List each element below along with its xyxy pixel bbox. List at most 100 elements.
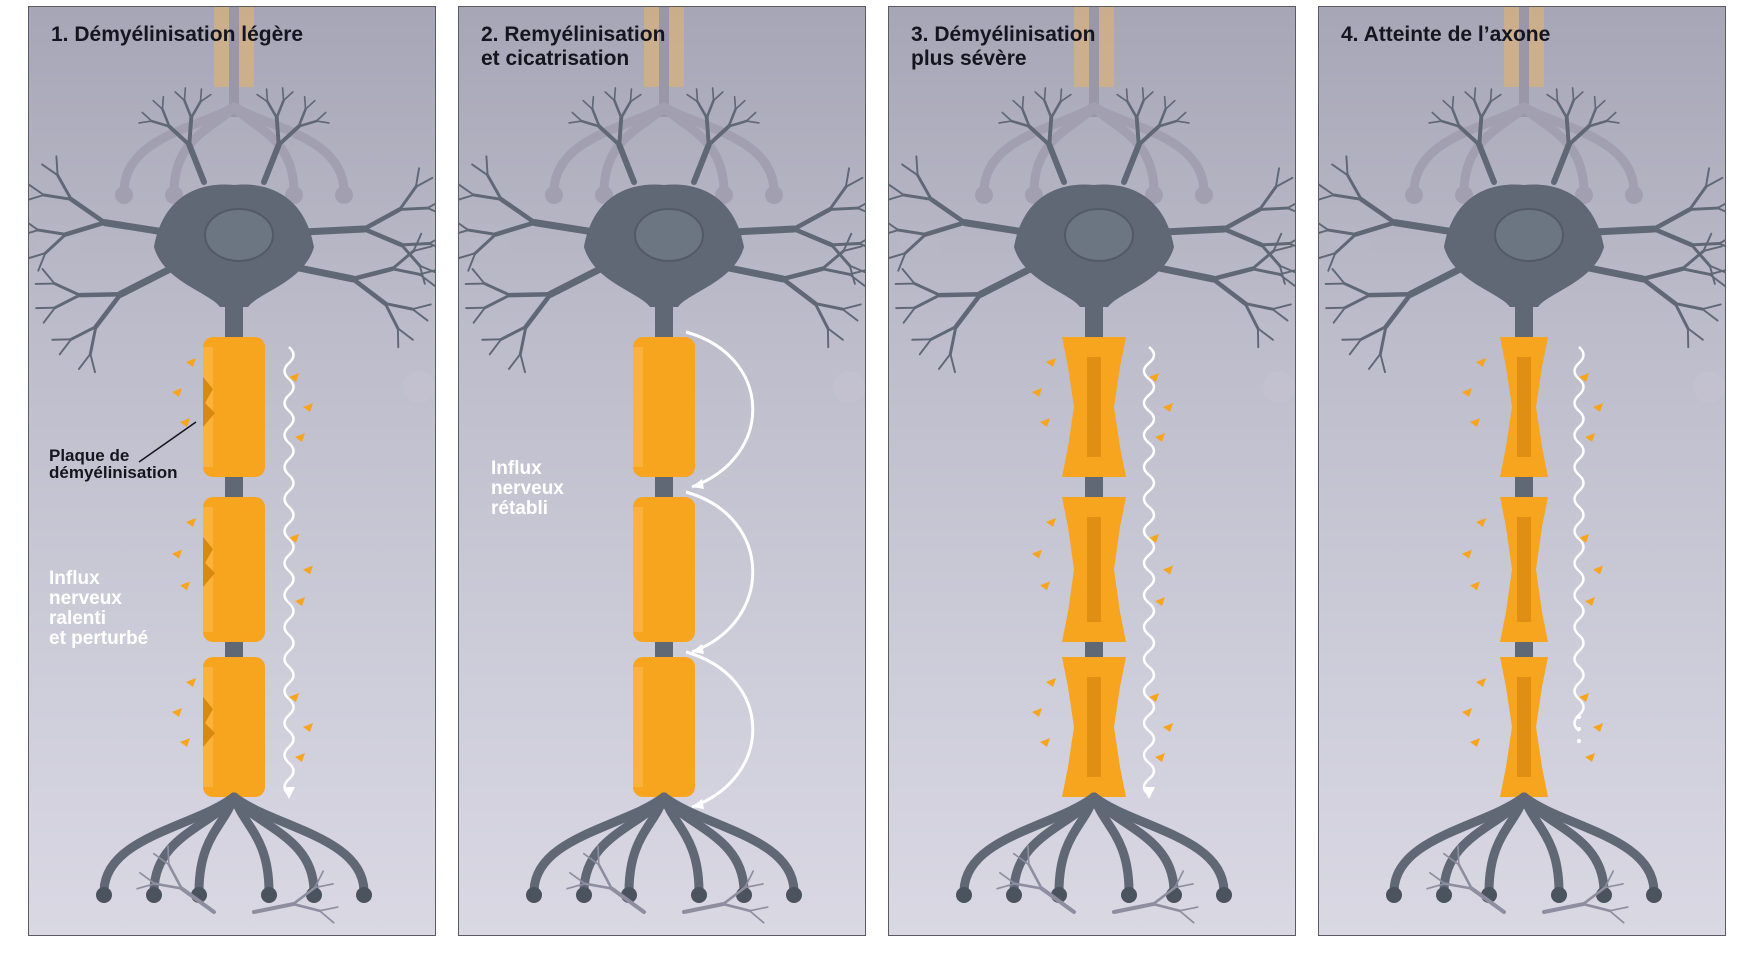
impulse-dot	[1577, 739, 1581, 743]
myelin-debris	[1462, 550, 1472, 559]
dendrite-branch	[1276, 168, 1279, 187]
dendrite-branch	[1610, 911, 1624, 923]
dendrite-branch	[940, 294, 981, 295]
dendrite-branch	[496, 223, 535, 235]
dendrite-branch	[1479, 118, 1481, 145]
axon-terminal-branch	[584, 797, 664, 892]
dendrite-branch	[175, 92, 184, 101]
dendrite-branch	[750, 907, 768, 911]
dendrite-branch	[1180, 911, 1194, 923]
dendrite-branch	[859, 234, 866, 243]
dendrite-branch	[931, 327, 956, 340]
myelin-debris	[303, 723, 313, 732]
dendrite-branch	[1558, 102, 1567, 118]
dendrite-branch	[1060, 89, 1061, 102]
dendrite-branch	[1224, 209, 1260, 229]
dendrite-branch	[830, 208, 858, 209]
synaptic-terminal	[765, 186, 783, 204]
axon-terminal	[576, 887, 592, 903]
axon-terminal-branch	[154, 797, 234, 892]
myelin-debris	[1476, 678, 1486, 687]
dendrite-branch	[904, 308, 915, 323]
myelin-debris	[1462, 388, 1472, 397]
myelin-debris	[1593, 403, 1603, 412]
dendrite-branch	[794, 229, 832, 245]
impulse-dot	[1577, 727, 1581, 731]
dendrite-branch	[572, 113, 581, 122]
dendrite-branch	[184, 100, 191, 117]
dendrite-branch	[1035, 92, 1044, 101]
dendrite-branch	[320, 911, 334, 923]
dendrite-branch	[189, 118, 191, 145]
panel-severe-demyelination: 3. Démyélinisation plus sévère	[888, 6, 1296, 936]
dendrite-branch	[42, 164, 57, 175]
myelin-debris	[180, 738, 190, 747]
dendrite-branch	[472, 269, 484, 284]
dendrite-branch	[569, 121, 581, 123]
saltatory-arrow	[686, 492, 753, 652]
dendrite-branch	[200, 95, 210, 102]
dendrite-branch	[304, 229, 364, 232]
panel-title: 4. Atteinte de l’axone	[1341, 23, 1550, 47]
dendrite-branch	[184, 88, 185, 101]
myelin-debris	[1462, 708, 1472, 717]
dendrite-branch	[1688, 328, 1703, 339]
dendrite-branch	[1361, 327, 1386, 340]
dendrite-branch	[1474, 88, 1475, 101]
dendrite-branch	[320, 907, 338, 911]
dendrite-branch	[1346, 156, 1347, 175]
dendrite-branch	[698, 102, 707, 118]
myelin-debris	[1476, 358, 1486, 367]
axon-terminal	[1121, 887, 1137, 903]
dendrite-branch	[1029, 865, 1042, 889]
dendrite-branch	[277, 100, 284, 117]
nerve-impulse-wave	[285, 347, 294, 795]
dendrite-branch	[724, 267, 783, 279]
dendrite-branch	[1706, 178, 1723, 187]
dendrite-branch	[44, 308, 55, 323]
dendrite-branch	[846, 168, 849, 187]
dendrite-branch	[551, 267, 604, 294]
dendrite-branch	[746, 113, 755, 122]
dendrite-branch	[1643, 269, 1683, 279]
dendrite-branch	[1060, 95, 1070, 102]
myelin-debris	[1155, 753, 1165, 762]
dendrite-branch	[1595, 97, 1596, 110]
dendrite-branch	[1165, 97, 1166, 110]
dendrite-branch	[735, 97, 736, 110]
dendrite-branch	[794, 209, 830, 229]
dendrite-branch	[915, 295, 940, 308]
dendrite-branch	[815, 304, 828, 329]
exposed-axon	[1517, 517, 1531, 622]
myelin-debris	[295, 597, 305, 606]
dendrite-branch	[392, 251, 413, 269]
dendrite-branch	[950, 327, 955, 354]
dendrite-branch	[1287, 199, 1296, 208]
dendrite-branch	[707, 118, 709, 145]
dendrite-branch	[526, 294, 551, 326]
dendrite-branch	[1128, 102, 1137, 118]
dendrite-branch	[400, 208, 428, 209]
dendrite-branch	[168, 846, 169, 864]
dendrite-branch	[459, 195, 474, 200]
dendrite-branch	[191, 102, 200, 118]
dendrite-branch	[931, 199, 965, 222]
dendrite-branch	[713, 88, 714, 101]
dendrite-branch	[857, 199, 866, 208]
nucleus	[635, 209, 703, 261]
dendrite-branch	[1445, 884, 1472, 889]
exposed-axon	[1517, 357, 1531, 457]
axon-terminal	[786, 887, 802, 903]
synaptic-terminal	[335, 186, 353, 204]
panel-axon-damage: 4. Atteinte de l’axone	[1318, 6, 1726, 936]
dendrite-branch	[1049, 145, 1064, 182]
dendrite-branch	[56, 156, 57, 175]
dendrite-branch	[29, 184, 44, 195]
dendrite-branch	[815, 304, 842, 310]
dendrite-branch	[1706, 168, 1709, 187]
dendrite-branch	[1272, 309, 1287, 320]
dendrite-branch	[1654, 209, 1690, 229]
dendrite-branch	[60, 339, 71, 354]
dendrite-branch	[1022, 97, 1023, 110]
dendrite-branch	[316, 121, 328, 123]
